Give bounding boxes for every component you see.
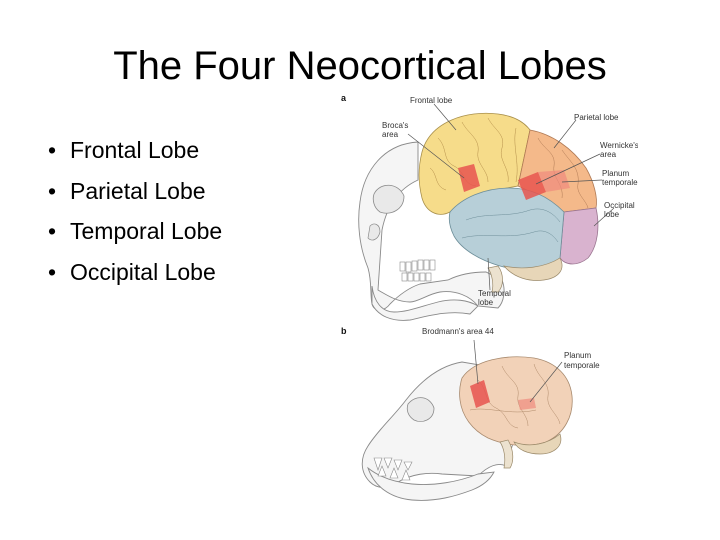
human-jaw — [371, 285, 479, 321]
bullet-list: • Frontal Lobe • Parietal Lobe • Temporal L… — [48, 130, 222, 292]
label-chimp-planum-temporale: temporale — [564, 361, 600, 370]
chimp-teeth — [373, 457, 413, 481]
bullet-item: • Temporal Lobe — [48, 211, 222, 252]
chimp-eye-socket — [406, 397, 435, 422]
bullet-item: • Occipital Lobe — [48, 252, 222, 293]
chimp-brainstem — [499, 439, 514, 469]
gyri-lines — [429, 117, 518, 191]
cerebellum — [503, 257, 563, 281]
label-planum-temporale: temporale — [602, 178, 638, 187]
brainstem — [487, 265, 503, 293]
slide-title: The Four Neocortical Lobes — [113, 44, 607, 88]
bullet-text: Frontal Lobe — [70, 137, 200, 163]
bullet-dot: • — [48, 137, 57, 163]
human-teeth — [399, 259, 436, 282]
label-parietal-lobe: Parietal lobe — [574, 113, 619, 122]
bullet-text: Parietal Lobe — [70, 177, 206, 204]
temporal-lobe — [448, 187, 565, 270]
label-wernickes-area: Wernicke's — [600, 141, 638, 150]
chimp-cerebellum — [513, 433, 562, 455]
label-wernickes-area: area — [600, 150, 617, 159]
label-occipital-lobe: Occipital — [604, 201, 635, 210]
wernickes-area-highlight — [518, 172, 546, 200]
label-brodmanns-area: Brodmann's area 44 — [422, 327, 494, 336]
eye-socket — [372, 184, 405, 214]
brodmann-44-highlight — [470, 380, 490, 408]
label-chimp-planum-temporale: Planum — [564, 351, 591, 360]
bullet-text: Occipital Lobe — [70, 258, 216, 285]
label-brocas-area: area — [382, 130, 399, 139]
nasal-cavity — [367, 223, 381, 241]
chimp-jaw — [367, 466, 495, 501]
label-temporal-lobe: lobe — [478, 298, 494, 307]
label-occipital-lobe: lobe — [604, 210, 620, 219]
bullet-item: • Parietal Lobe — [48, 171, 222, 212]
label-temporal-lobe: Temporal — [478, 289, 511, 298]
occipital-lobe — [559, 207, 599, 265]
planum-temporale-highlight — [538, 170, 570, 192]
panel-b-letter: b — [341, 326, 347, 336]
human-skull — [358, 141, 505, 311]
label-planum-temporale: Planum — [602, 169, 629, 178]
chimp-planum-highlight — [518, 398, 536, 410]
brain-figure: a — [338, 90, 639, 530]
bullet-item: • Frontal Lobe — [48, 130, 222, 171]
panel-a: a — [341, 93, 639, 321]
brain-illustration: a — [341, 93, 639, 501]
label-brocas-area: Broca's — [382, 121, 408, 130]
bullet-dot: • — [48, 177, 57, 204]
bullet-dot: • — [48, 258, 57, 285]
brocas-area-highlight — [458, 164, 480, 192]
panel-b: b Brodmann's area 44 Planum temporale — [341, 326, 600, 501]
panel-a-letter: a — [341, 93, 347, 103]
bullet-text: Temporal Lobe — [70, 218, 223, 244]
label-frontal-lobe: Frontal lobe — [410, 96, 453, 105]
bullet-dot: • — [48, 218, 57, 244]
